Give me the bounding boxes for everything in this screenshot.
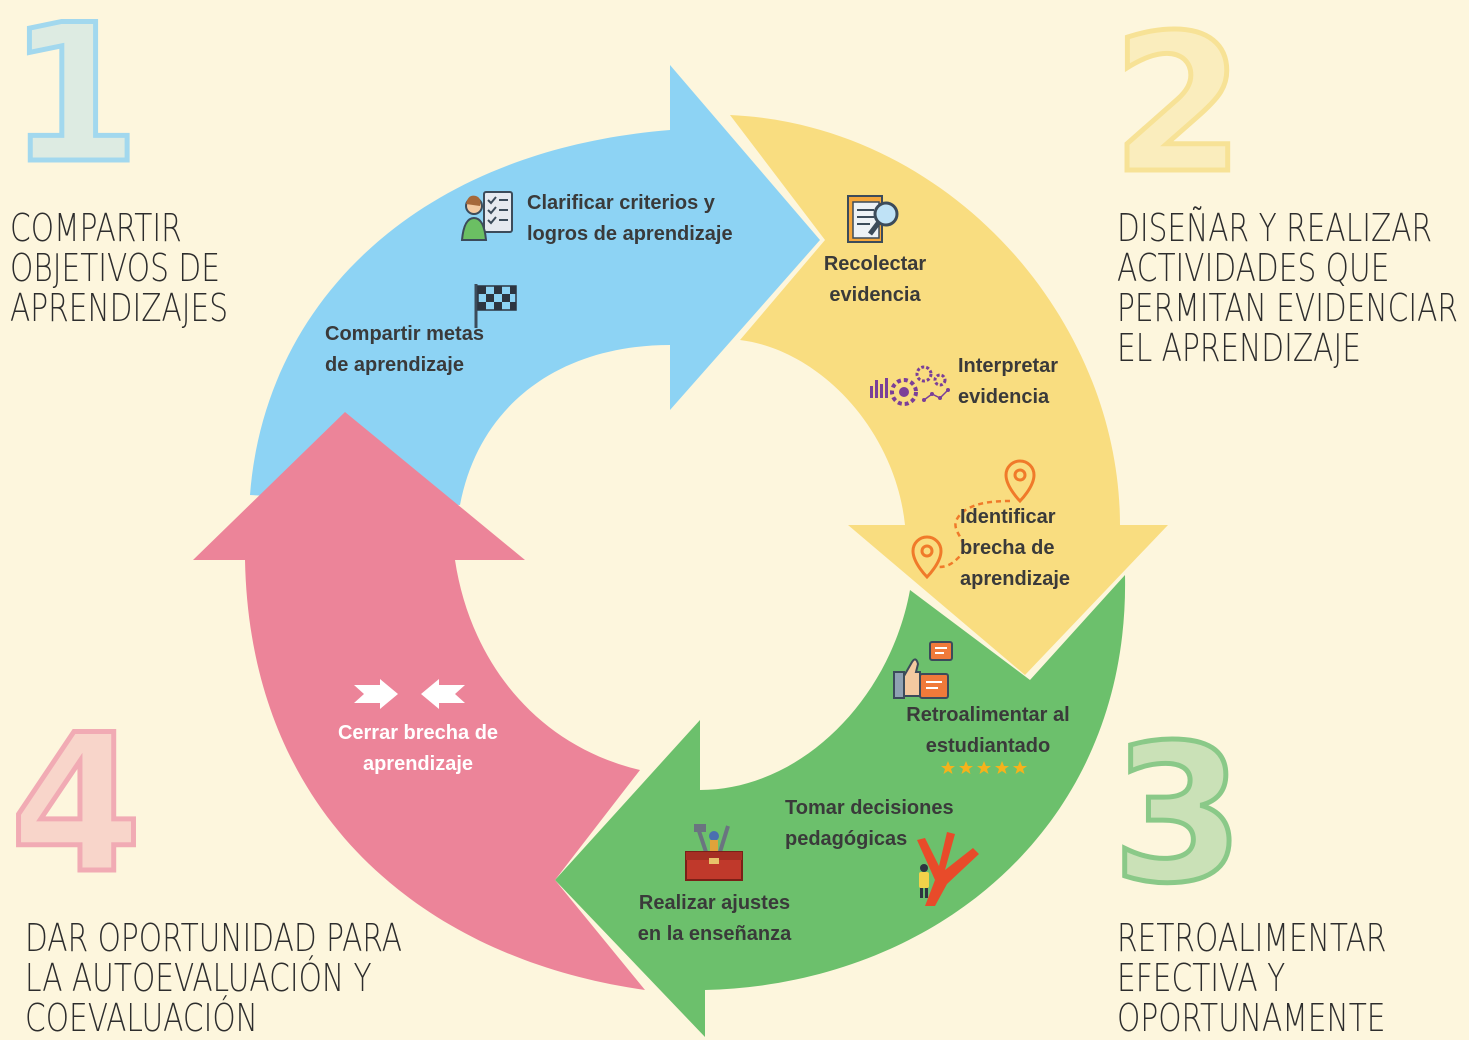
corner-heading-three: RETROALIMENTAR EFECTIVA Y OPORTUNAMENTE	[1117, 916, 1387, 1040]
step-cerrar-brecha: Cerrar brecha de aprendizaje	[337, 722, 499, 775]
step-interpretar-evidencia: Interpretar evidencia	[958, 355, 1059, 408]
step-compartir-metas: Compartir metas de aprendizaje	[325, 323, 484, 376]
five-stars-icon	[941, 761, 1027, 774]
toolbox-icon	[685, 824, 743, 881]
document-magnifier-icon	[847, 195, 899, 243]
number-one: 1	[5, 0, 142, 205]
number-three: 3	[1109, 704, 1246, 925]
step-realizar-ajustes: Realizar ajustes en la enseñanza	[637, 892, 792, 945]
step-retroalimentar-estudiantado: Retroalimentar al estudiantado	[906, 704, 1070, 757]
blue-arrow	[250, 65, 820, 505]
teacher-checklist-icon	[460, 191, 513, 241]
corner-heading-two: DISEÑAR Y REALIZAR ACTIVIDADES QUE PERMI…	[1117, 206, 1458, 370]
yellow-arrow	[730, 115, 1168, 675]
location-pins-icon	[911, 459, 1036, 580]
step-recolectar-evidencia: Recolectar evidencia	[823, 253, 927, 306]
feedback-thumbs-icon	[893, 641, 953, 699]
pink-arrow	[193, 412, 645, 990]
step-identificar-brecha: Identificar brecha de aprendizaje	[960, 506, 1071, 590]
gears-analytics-icon	[870, 365, 950, 406]
converging-arrows-icon	[354, 679, 465, 709]
number-two: 2	[1109, 0, 1246, 215]
checkered-flag-icon	[474, 284, 517, 328]
step-clarificar-criterios: Clarificar criterios y logros de aprendi…	[527, 192, 733, 245]
step-tomar-decisiones: Tomar decisiones pedagógicas	[785, 797, 954, 850]
corner-heading-four: DAR OPORTUNIDAD PARA LA AUTOEVALUACIÓN Y…	[25, 916, 403, 1040]
green-arrow	[555, 575, 1126, 1037]
number-four: 4	[7, 694, 144, 915]
crossroads-icon	[917, 832, 979, 906]
corner-heading-one: COMPARTIR OBJETIVOS DE APRENDIZAJES	[10, 206, 229, 330]
